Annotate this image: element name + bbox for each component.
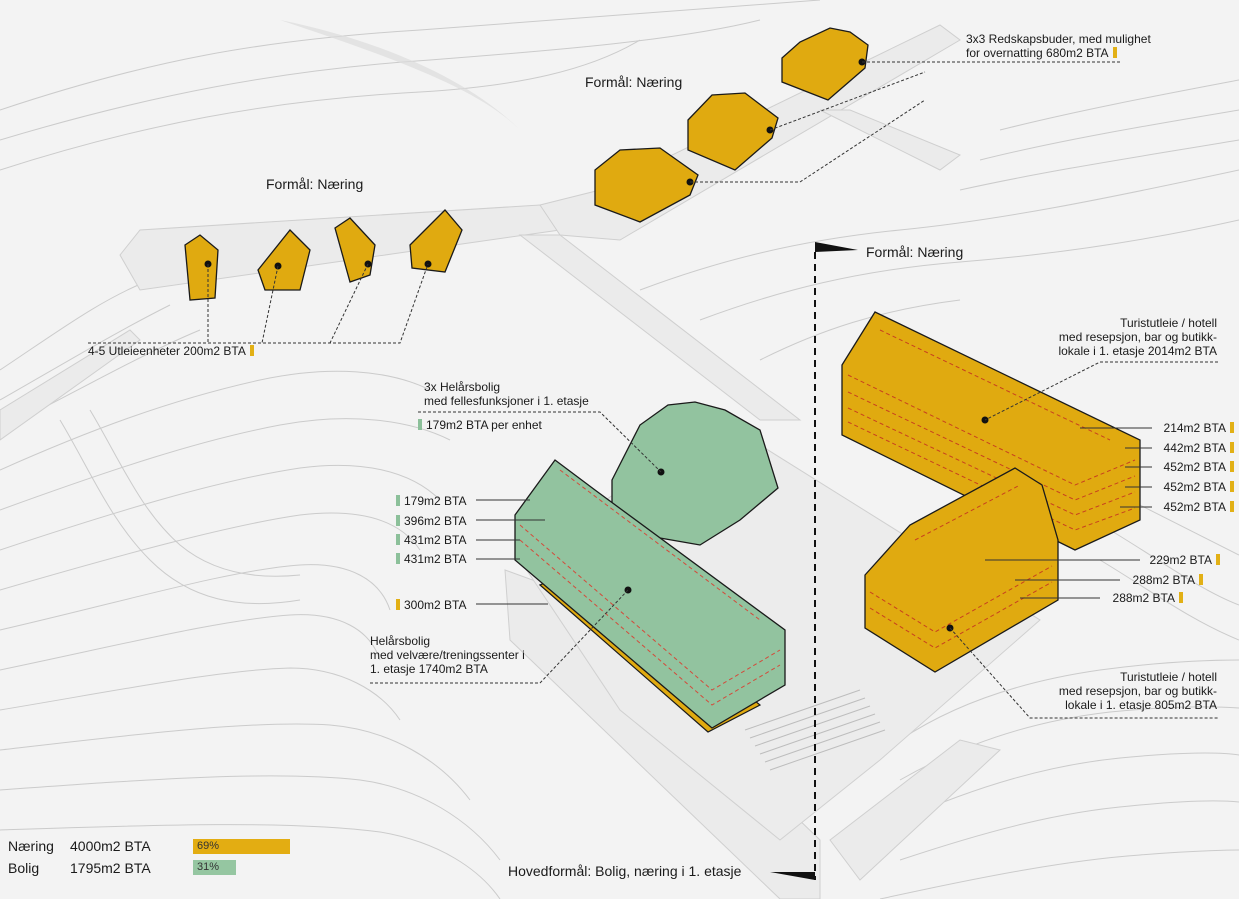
floor-label-bolig: 396m2 BTA bbox=[396, 514, 466, 528]
naering-marker bbox=[249, 345, 254, 356]
zone-flag-top bbox=[815, 242, 858, 252]
utleie-huts bbox=[184, 209, 463, 301]
annotation-helars-main: Helårsbolig med velvære/treningssenter i… bbox=[370, 634, 525, 676]
floor-label-hotell-1: 452m2 BTA bbox=[1164, 460, 1234, 474]
floor-label-hotell-2: 229m2 BTA bbox=[1150, 553, 1220, 567]
floor-label-hotell-1: 442m2 BTA bbox=[1164, 441, 1234, 455]
naering-marker bbox=[1216, 554, 1220, 565]
annotation-utleie: 4-5 Utleieenheter 200m2 BTA bbox=[88, 344, 254, 358]
legend-value: 4000m2 BTA bbox=[70, 838, 151, 854]
floor-label-bolig: 431m2 BTA bbox=[396, 533, 466, 547]
legend-bar-naering: 69% bbox=[193, 839, 290, 854]
annotation-hotell-1: Turistutleie / hotell med resepsjon, bar… bbox=[1058, 316, 1217, 358]
floor-leader-lines bbox=[476, 427, 1152, 605]
zone-label-naering-left: Formål: Næring bbox=[266, 176, 364, 192]
annotation-line: for overnatting 680m2 BTA bbox=[966, 46, 1151, 60]
zone-label-hovedformal: Hovedformål: Bolig, næring i 1. etasje bbox=[508, 863, 742, 879]
annotation-line: 3x3 Redskapsbuder, med mulighet bbox=[966, 32, 1151, 46]
legend-label: Næring bbox=[8, 838, 54, 854]
annotation-line: Turistutleie / hotell bbox=[1120, 316, 1217, 330]
annotation-helars-3x: 3x Helårsbolig med fellesfunksjoner i 1.… bbox=[424, 380, 589, 408]
naering-marker bbox=[1230, 422, 1234, 433]
hotell-2-floors bbox=[869, 484, 1053, 649]
naering-marker bbox=[1230, 442, 1234, 453]
zone-label-naering-right: Formål: Næring bbox=[866, 244, 964, 260]
legend-row-naering: Næring 4000m2 BTA bbox=[8, 838, 151, 854]
leader-lines bbox=[88, 61, 1218, 719]
floor-label-hotell-2: 288m2 BTA bbox=[1133, 573, 1203, 587]
floor-label-hotell-1: 452m2 BTA bbox=[1164, 480, 1234, 494]
naering-marker bbox=[1179, 592, 1183, 603]
annotation-line: med fellesfunksjoner i 1. etasje bbox=[424, 394, 589, 408]
annotation-line: med resepsjon, bar og butikk- bbox=[1058, 330, 1217, 344]
annotation-line: Helårsbolig bbox=[370, 634, 431, 648]
floor-label-bolig: 431m2 BTA bbox=[396, 552, 466, 566]
helarsbolig-main-floors bbox=[519, 469, 781, 706]
hotell-1-floors bbox=[847, 329, 1136, 531]
annotation-line: Turistutleie / hotell bbox=[1120, 670, 1217, 684]
annotation-line: lokale i 1. etasje 2014m2 BTA bbox=[1058, 344, 1217, 358]
zone-label-naering-top: Formål: Næring bbox=[585, 74, 683, 90]
annotation-line: lokale i 1. etasje 805m2 BTA bbox=[1065, 698, 1217, 712]
floor-label-hotell-1: 452m2 BTA bbox=[1164, 500, 1234, 514]
legend-share: 31% bbox=[197, 861, 220, 873]
annotation-redskapsbuder: 3x3 Redskapsbuder, med mulighet for over… bbox=[966, 32, 1151, 60]
annotation-line: 3x Helårsbolig bbox=[424, 380, 501, 394]
floor-label-bolig-ground: 300m2 BTA bbox=[396, 598, 466, 612]
naering-marker bbox=[1230, 461, 1234, 472]
naering-marker bbox=[396, 599, 400, 610]
legend-share: 69% bbox=[197, 840, 220, 852]
terrain-ridge-shade bbox=[280, 20, 520, 130]
bolig-marker bbox=[396, 515, 400, 526]
naering-marker bbox=[1199, 574, 1203, 585]
annotation-line: med velvære/treningssenter i bbox=[370, 648, 525, 662]
floor-label-bolig: 179m2 BTA bbox=[396, 494, 466, 508]
floor-label-hotell-1: 214m2 BTA bbox=[1164, 421, 1234, 435]
hotell-2 bbox=[864, 467, 1059, 673]
naering-marker bbox=[1230, 501, 1234, 512]
floor-label-hotell-2: 288m2 BTA bbox=[1113, 591, 1183, 605]
helarsbolig-main bbox=[514, 459, 786, 729]
hotell-1 bbox=[841, 311, 1141, 551]
naering-marker bbox=[1230, 481, 1234, 492]
legend-value: 1795m2 BTA bbox=[70, 860, 151, 876]
legend-bar-bolig: 31% bbox=[193, 860, 236, 875]
stairs bbox=[744, 689, 886, 771]
annotation-line: med resepsjon, bar og butikk- bbox=[1058, 684, 1217, 698]
redskapsbuder bbox=[594, 27, 869, 223]
legend-row-bolig: Bolig 1795m2 BTA bbox=[8, 860, 151, 876]
annotation-line: 1. etasje 1740m2 BTA bbox=[370, 662, 488, 676]
bolig-marker bbox=[396, 534, 400, 545]
annotation-hotell-2: Turistutleie / hotell med resepsjon, bar… bbox=[1059, 670, 1217, 712]
zone-flag-bottom bbox=[770, 872, 815, 880]
bolig-marker bbox=[418, 419, 422, 430]
naering-marker bbox=[1112, 47, 1117, 58]
annotation-helars-per-enhet: 179m2 BTA per enhet bbox=[418, 418, 542, 432]
bolig-marker bbox=[396, 495, 400, 506]
bolig-marker bbox=[396, 553, 400, 564]
legend-label: Bolig bbox=[8, 860, 40, 876]
helarsbolig-main-point bbox=[624, 586, 632, 594]
